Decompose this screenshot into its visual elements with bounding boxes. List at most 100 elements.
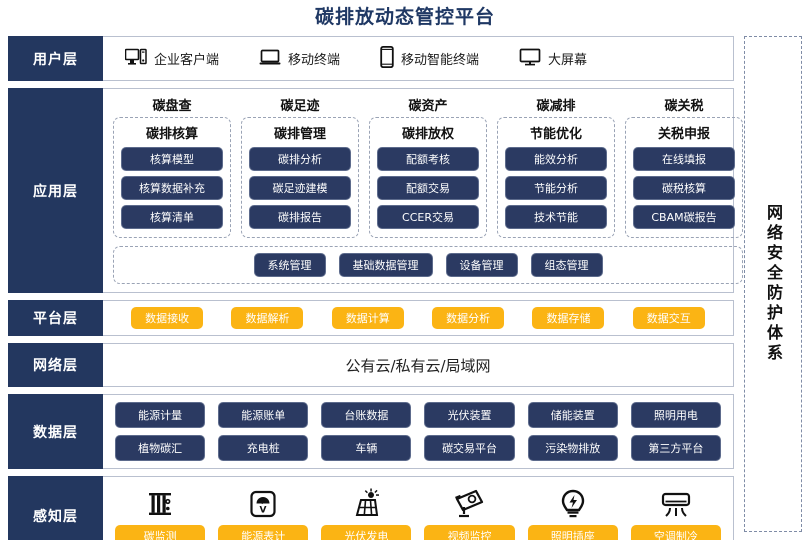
common-service-pill[interactable]: 基础数据管理: [338, 253, 433, 277]
app-group-title: 碳足迹: [280, 99, 320, 114]
sense-label-pill[interactable]: 照明插座: [527, 525, 618, 540]
layer-platform: 平台层 数据接收 数据解析 数据计算 数据分析 数据存储 数据交互: [8, 300, 734, 336]
app-feature-pill[interactable]: 节能分析: [505, 176, 607, 200]
app-feature-pill[interactable]: 碳排报告: [249, 205, 351, 229]
app-feature-pill[interactable]: 核算清单: [121, 205, 223, 229]
data-source-pill[interactable]: 植物碳汇: [115, 435, 206, 461]
layer-user: 用户层: [8, 36, 734, 81]
sense-cell-air-conditioning[interactable]: 空调制冷: [630, 483, 721, 540]
laptop-icon: [259, 48, 281, 70]
data-source-pill[interactable]: 第三方平台: [630, 435, 721, 461]
app-feature-pill[interactable]: 碳排分析: [249, 147, 351, 171]
common-service-pill[interactable]: 系统管理: [253, 253, 326, 277]
layer-label-sense: 感知层: [8, 476, 103, 540]
app-feature-pill[interactable]: 在线填报: [633, 147, 735, 171]
app-feature-pill[interactable]: 技术节能: [505, 205, 607, 229]
layer-network: 网络层 公有云/私有云/局域网: [8, 343, 734, 387]
sense-cell-carbon-monitor[interactable]: 碳监测: [115, 483, 206, 540]
data-source-pill[interactable]: 充电桩: [218, 435, 309, 461]
monitor-icon: [519, 48, 541, 70]
platform-pill[interactable]: 数据解析: [231, 307, 304, 329]
app-feature-pill[interactable]: 配额交易: [377, 176, 479, 200]
page-title: 碳排放动态管控平台: [314, 6, 495, 28]
layer-label-platform: 平台层: [8, 300, 103, 336]
sense-cell-solar-power[interactable]: 光伏发电: [321, 483, 412, 540]
smartphone-icon: [380, 45, 394, 72]
app-feature-pill[interactable]: 碳税核算: [633, 176, 735, 200]
data-source-pill[interactable]: 污染物排放: [527, 435, 618, 461]
layer-sense: 感知层: [8, 476, 734, 540]
user-item-label: 大屏幕: [548, 53, 588, 68]
security-band: 网络安全防护体系: [744, 36, 802, 532]
cctv-camera-icon: [452, 483, 488, 525]
data-source-pill[interactable]: 照明用电: [630, 402, 721, 428]
security-band-label: 网络安全防护体系: [764, 204, 783, 364]
layer-body-network: 公有云/私有云/局域网: [103, 344, 733, 386]
sense-label-pill[interactable]: 视频监控: [424, 525, 515, 540]
layer-label-user: 用户层: [8, 36, 103, 81]
sense-label-pill[interactable]: 碳监测: [115, 525, 206, 540]
air-conditioner-icon: [658, 483, 694, 525]
application-groups: 碳盘查 碳排核算 核算模型 核算数据补充 核算清单 碳足迹 碳排管理 碳排分析: [113, 95, 743, 238]
layer-body-user: 企业客户端 移动终端: [103, 37, 733, 80]
layer-body-data: 能源计量 能源账单 台账数据 光伏装置 储能装置 照明用电 植物碳汇 充电桩 车…: [103, 395, 733, 468]
user-item-label: 企业客户端: [154, 53, 220, 68]
app-group-carbon-tariff: 碳关税 关税申报 在线填报 碳税核算 CBAM碳报告: [625, 95, 743, 238]
user-item-smart-mobile-terminal[interactable]: 移动智能终端: [380, 45, 479, 72]
data-source-pill[interactable]: 台账数据: [321, 402, 412, 428]
data-source-pill[interactable]: 碳交易平台: [424, 435, 515, 461]
app-group-subtitle: 节能优化: [529, 127, 582, 142]
data-source-pill[interactable]: 能源账单: [218, 402, 309, 428]
data-source-pill[interactable]: 车辆: [321, 435, 412, 461]
app-feature-pill[interactable]: 能效分析: [505, 147, 607, 171]
layer-application: 应用层 碳盘查 碳排核算 核算模型 核算数据补充 核算清单 碳足迹: [8, 88, 743, 293]
data-source-pill[interactable]: 储能装置: [527, 402, 618, 428]
common-service-pill[interactable]: 组态管理: [530, 253, 603, 277]
desktop-tower-icon: [124, 48, 147, 70]
sense-cell-video-surveillance[interactable]: 视频监控: [424, 483, 515, 540]
sense-label-pill[interactable]: 能源表计: [218, 525, 309, 540]
user-item-enterprise-client[interactable]: 企业客户端: [124, 48, 220, 70]
energy-meter-icon: V: [246, 483, 280, 525]
light-bulb-icon: [556, 483, 590, 525]
platform-pill[interactable]: 数据计算: [331, 307, 404, 329]
sense-cell-energy-meter[interactable]: V 能源表计: [218, 483, 309, 540]
app-group-carbon-asset: 碳资产 碳排放权 配额考核 配额交易 CCER交易: [369, 95, 487, 238]
layer-body-application: 碳盘查 碳排核算 核算模型 核算数据补充 核算清单 碳足迹 碳排管理 碳排分析: [103, 89, 753, 292]
app-feature-pill[interactable]: 核算数据补充: [121, 176, 223, 200]
sense-cell-lighting-socket[interactable]: 照明插座: [527, 483, 618, 540]
app-feature-pill[interactable]: 碳足迹建模: [249, 176, 351, 200]
app-feature-pill[interactable]: 配额考核: [377, 147, 479, 171]
layer-label-network: 网络层: [8, 343, 103, 387]
app-group-title: 碳资产: [408, 99, 448, 114]
app-feature-pill[interactable]: 核算模型: [121, 147, 223, 171]
user-item-mobile-terminal[interactable]: 移动终端: [259, 48, 340, 70]
app-group-title: 碳减排: [536, 99, 576, 114]
platform-pill[interactable]: 数据交互: [632, 307, 705, 329]
layer-body-platform: 数据接收 数据解析 数据计算 数据分析 数据存储 数据交互: [103, 301, 733, 335]
app-group-carbon-reduction: 碳减排 节能优化 能效分析 节能分析 技术节能: [497, 95, 615, 238]
platform-pill[interactable]: 数据分析: [432, 307, 505, 329]
svg-text:V: V: [260, 506, 267, 516]
layer-label-application: 应用层: [8, 88, 103, 293]
data-source-grid: 能源计量 能源账单 台账数据 光伏装置 储能装置 照明用电 植物碳汇 充电桩 车…: [115, 402, 721, 461]
data-source-pill[interactable]: 能源计量: [115, 402, 206, 428]
app-group-subtitle: 碳排放权: [401, 127, 454, 142]
user-item-large-screen[interactable]: 大屏幕: [519, 48, 587, 70]
app-group-subtitle: 碳排管理: [273, 127, 326, 142]
network-text: 公有云/私有云/局域网: [345, 356, 491, 375]
app-group-subtitle: 碳排核算: [145, 127, 198, 142]
sense-label-pill[interactable]: 空调制冷: [630, 525, 721, 540]
app-feature-pill[interactable]: CCER交易: [377, 205, 479, 229]
app-group-subtitle: 关税申报: [657, 127, 710, 142]
app-group-carbon-footprint: 碳足迹 碳排管理 碳排分析 碳足迹建模 碳排报告: [241, 95, 359, 238]
platform-pill[interactable]: 数据接收: [131, 307, 204, 329]
user-item-label: 移动终端: [288, 53, 341, 68]
app-feature-pill[interactable]: CBAM碳报告: [633, 205, 735, 229]
data-source-pill[interactable]: 光伏装置: [424, 402, 515, 428]
common-service-pill[interactable]: 设备管理: [445, 253, 518, 277]
sense-label-pill[interactable]: 光伏发电: [321, 525, 412, 540]
platform-pill[interactable]: 数据存储: [532, 307, 605, 329]
sense-device-grid: 碳监测 V 能源表计: [115, 483, 721, 540]
